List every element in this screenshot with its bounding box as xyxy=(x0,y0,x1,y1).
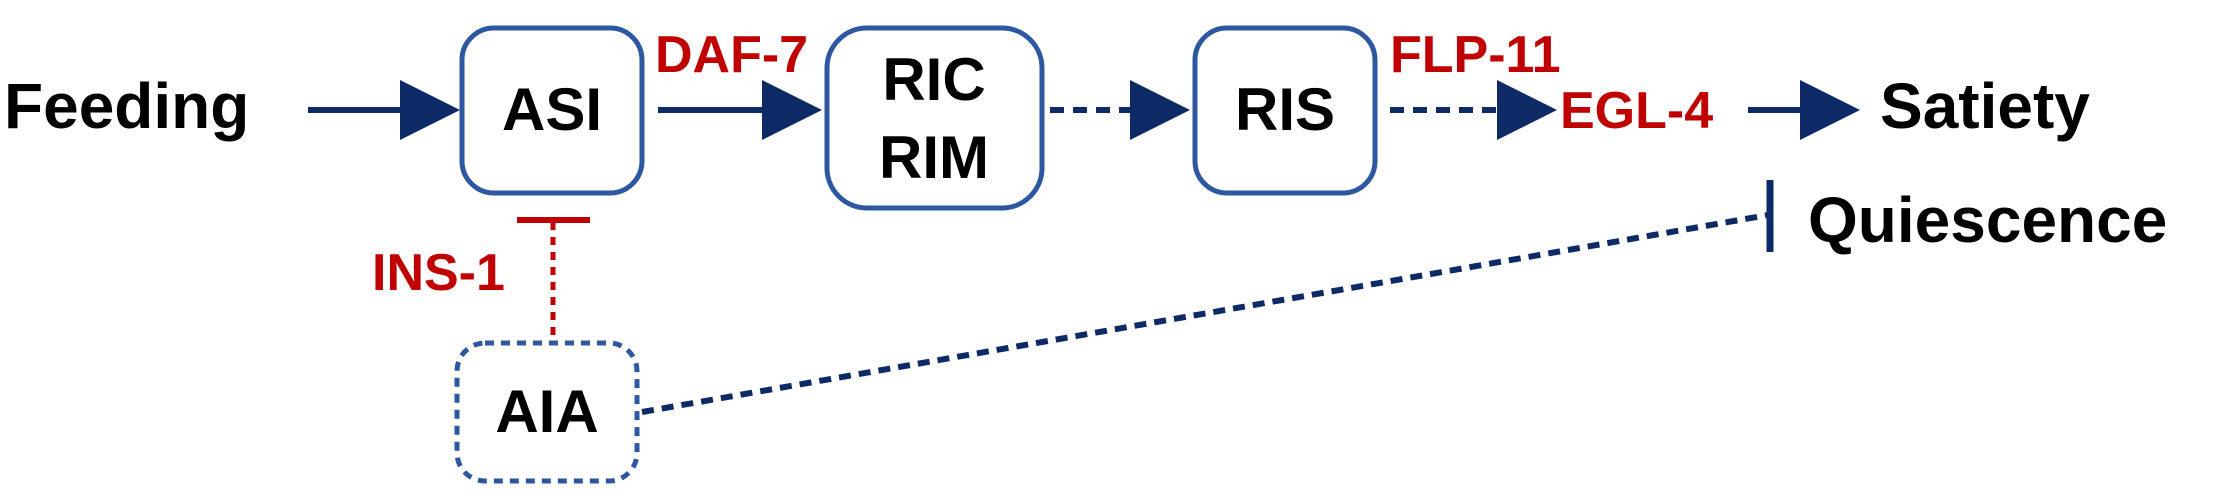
signal-ins1: INS-1 xyxy=(372,244,505,302)
satiety-label: Satiety xyxy=(1880,70,2090,142)
node-aia-label: AIA xyxy=(495,378,598,445)
node-ris: RIS xyxy=(1192,25,1378,196)
node-ric-label: RIC xyxy=(882,46,985,113)
feeding-label: Feeding xyxy=(4,70,249,142)
signal-egl4: EGL-4 xyxy=(1560,82,1713,140)
signal-daf7: DAF-7 xyxy=(655,26,808,84)
ins1-inhibition xyxy=(517,217,590,340)
node-aia: AIA xyxy=(454,340,640,484)
quiescence-label: Quiescence xyxy=(1808,184,2167,256)
node-ris-label: RIS xyxy=(1235,76,1335,143)
aia-inhibits-quiescence xyxy=(641,180,1774,415)
signal-flp11: FLP-11 xyxy=(1390,26,1561,84)
node-rim-label: RIM xyxy=(879,124,989,191)
node-asi-label: ASI xyxy=(502,76,602,143)
node-asi: ASI xyxy=(459,25,645,196)
node-ric-rim: RIC RIM xyxy=(824,25,1045,211)
